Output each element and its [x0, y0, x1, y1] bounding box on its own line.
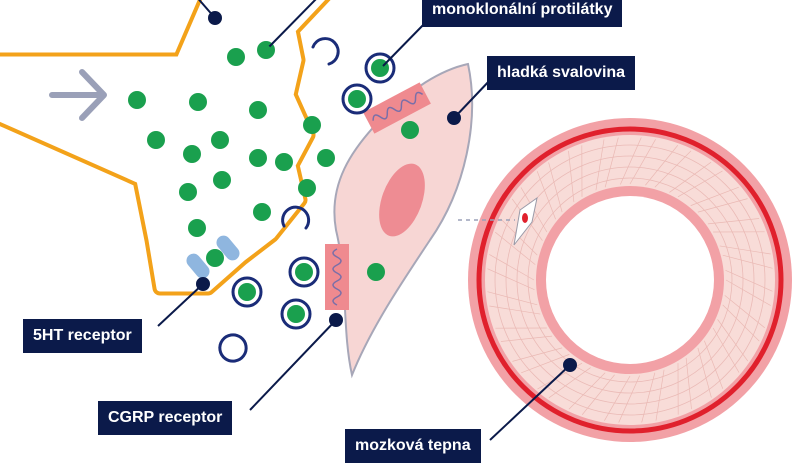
cgrp-molecule: [128, 91, 146, 109]
antibody-bound-molecule: [238, 283, 256, 301]
cgrp-molecule: [189, 93, 207, 111]
cgrp-molecule: [206, 249, 224, 267]
artery-lumen: [546, 196, 714, 364]
migraine-mechanism-diagram: [0, 0, 800, 449]
cgrp-receptor-bottom: [325, 244, 349, 310]
label-smooth-muscle: hladká svalovina: [487, 56, 635, 90]
label-cerebral-artery: mozková tepna: [345, 429, 481, 463]
antibody-free: [220, 335, 246, 361]
label-cgrp-receptor: CGRP receptor: [98, 401, 232, 435]
cgrp-molecule: [317, 149, 335, 167]
cgrp-molecule: [179, 183, 197, 201]
cgrp-molecule: [227, 48, 245, 66]
cgrp-molecule: [183, 145, 201, 163]
cgrp-molecule: [249, 149, 267, 167]
cgrp-molecule: [188, 219, 206, 237]
artery-zoom-cell-nucleus: [522, 213, 528, 223]
cgrp-molecule: [147, 131, 165, 149]
cgrp-molecule: [253, 203, 271, 221]
cgrp-molecule: [249, 101, 267, 119]
label-monoclonal-antibodies: monoklonální protilátky: [422, 0, 622, 27]
cerebral-artery: [458, 118, 792, 442]
cgrp-molecule: [275, 153, 293, 171]
antibody-bound-molecule: [287, 305, 305, 323]
antibody-bound-molecule: [295, 263, 313, 281]
cgrp-molecule: [367, 263, 385, 281]
cgrp-molecule: [211, 131, 229, 149]
label-5ht-receptor: 5HT receptor: [23, 319, 142, 353]
antibody-free: [313, 39, 338, 64]
cgrp-molecule: [213, 171, 231, 189]
cgrp-molecule: [298, 179, 316, 197]
cgrp-molecule: [401, 121, 419, 139]
antibody-bound-molecule: [348, 90, 366, 108]
cgrp-molecule: [303, 116, 321, 134]
